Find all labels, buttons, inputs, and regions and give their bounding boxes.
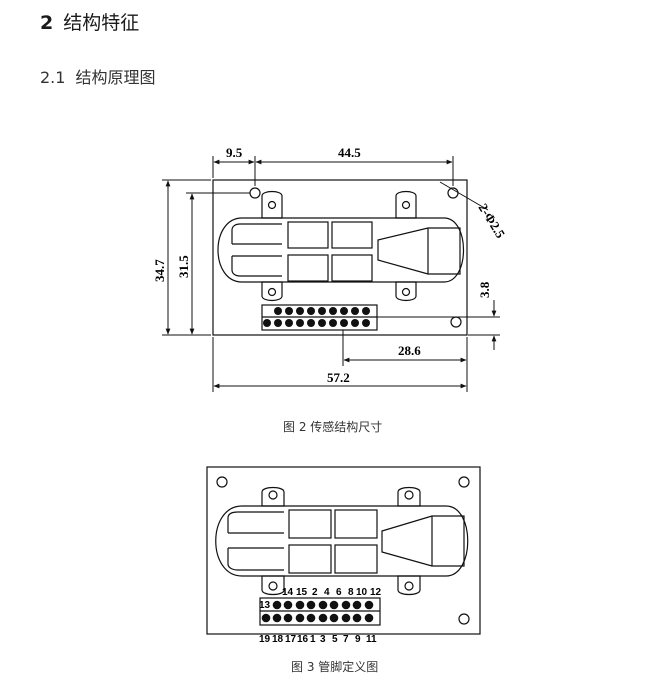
pin-label-bottom: 7 bbox=[343, 634, 349, 645]
pin-label-bottom: 11 bbox=[366, 634, 377, 645]
dim-57-2: 57.2 bbox=[327, 370, 350, 385]
subsection-number: 2.1 bbox=[40, 68, 66, 87]
pin-label-bottom: 9 bbox=[355, 634, 361, 645]
mounting-hole-icon bbox=[458, 613, 470, 625]
pin-label-bottom: 1 bbox=[310, 634, 316, 645]
subsection-heading: 2.1 结构原理图 bbox=[40, 64, 155, 88]
mounting-hole-icon bbox=[249, 187, 261, 199]
pin-label-bottom: 16 bbox=[297, 634, 309, 645]
section-number: 2 bbox=[40, 12, 54, 34]
board-outline bbox=[206, 466, 481, 635]
pin-label-bottom: 17 bbox=[285, 634, 297, 645]
pin-label-bottom: 5 bbox=[332, 634, 338, 645]
fig2-dimension-lines bbox=[162, 156, 500, 392]
dim-9-5: 9.5 bbox=[226, 145, 243, 160]
pin-label-bottom: 3 bbox=[320, 634, 326, 645]
dim-44-5: 44.5 bbox=[338, 145, 361, 160]
board-outline bbox=[212, 179, 468, 336]
sensor-housing bbox=[215, 486, 469, 596]
subsection-title: 结构原理图 bbox=[75, 68, 156, 87]
dim-hole: 2-Φ2.5 bbox=[475, 201, 508, 241]
pin-label-13: 13 bbox=[259, 600, 271, 611]
mounting-hole-icon bbox=[216, 476, 228, 488]
pin-label-top: 14 bbox=[282, 587, 294, 598]
mounting-hole-icon bbox=[458, 476, 470, 488]
pin-label-top: 12 bbox=[370, 587, 382, 598]
pin-label-top: 8 bbox=[348, 587, 354, 598]
fig2-pins bbox=[263, 307, 370, 327]
dim-3-8: 3.8 bbox=[477, 281, 492, 298]
pin-label-bottom: 19 bbox=[259, 634, 271, 645]
pin-label-top: 6 bbox=[336, 587, 342, 598]
dim-34-7: 34.7 bbox=[152, 259, 167, 282]
pin-label-top: 2 bbox=[312, 587, 318, 598]
dim-31-5: 31.5 bbox=[176, 255, 191, 278]
pin-label-bottom: 18 bbox=[272, 634, 284, 645]
figure2-drawing bbox=[212, 179, 468, 336]
figure2-caption: 图 2 传感结构尺寸 bbox=[283, 420, 383, 434]
fig3-pins bbox=[261, 600, 374, 623]
sensor-housing bbox=[217, 190, 464, 302]
figure3-caption: 图 3 管脚定义图 bbox=[291, 660, 379, 674]
figure3-drawing bbox=[206, 466, 481, 635]
pin-label-top: 4 bbox=[324, 587, 330, 598]
pin-label-top: 10 bbox=[356, 587, 368, 598]
dim-28-6: 28.6 bbox=[398, 343, 421, 358]
pin-label-top: 15 bbox=[296, 587, 308, 598]
section-heading: 2 结构特征 bbox=[40, 8, 139, 35]
section-title: 结构特征 bbox=[63, 12, 140, 34]
mounting-hole-icon bbox=[450, 316, 462, 328]
